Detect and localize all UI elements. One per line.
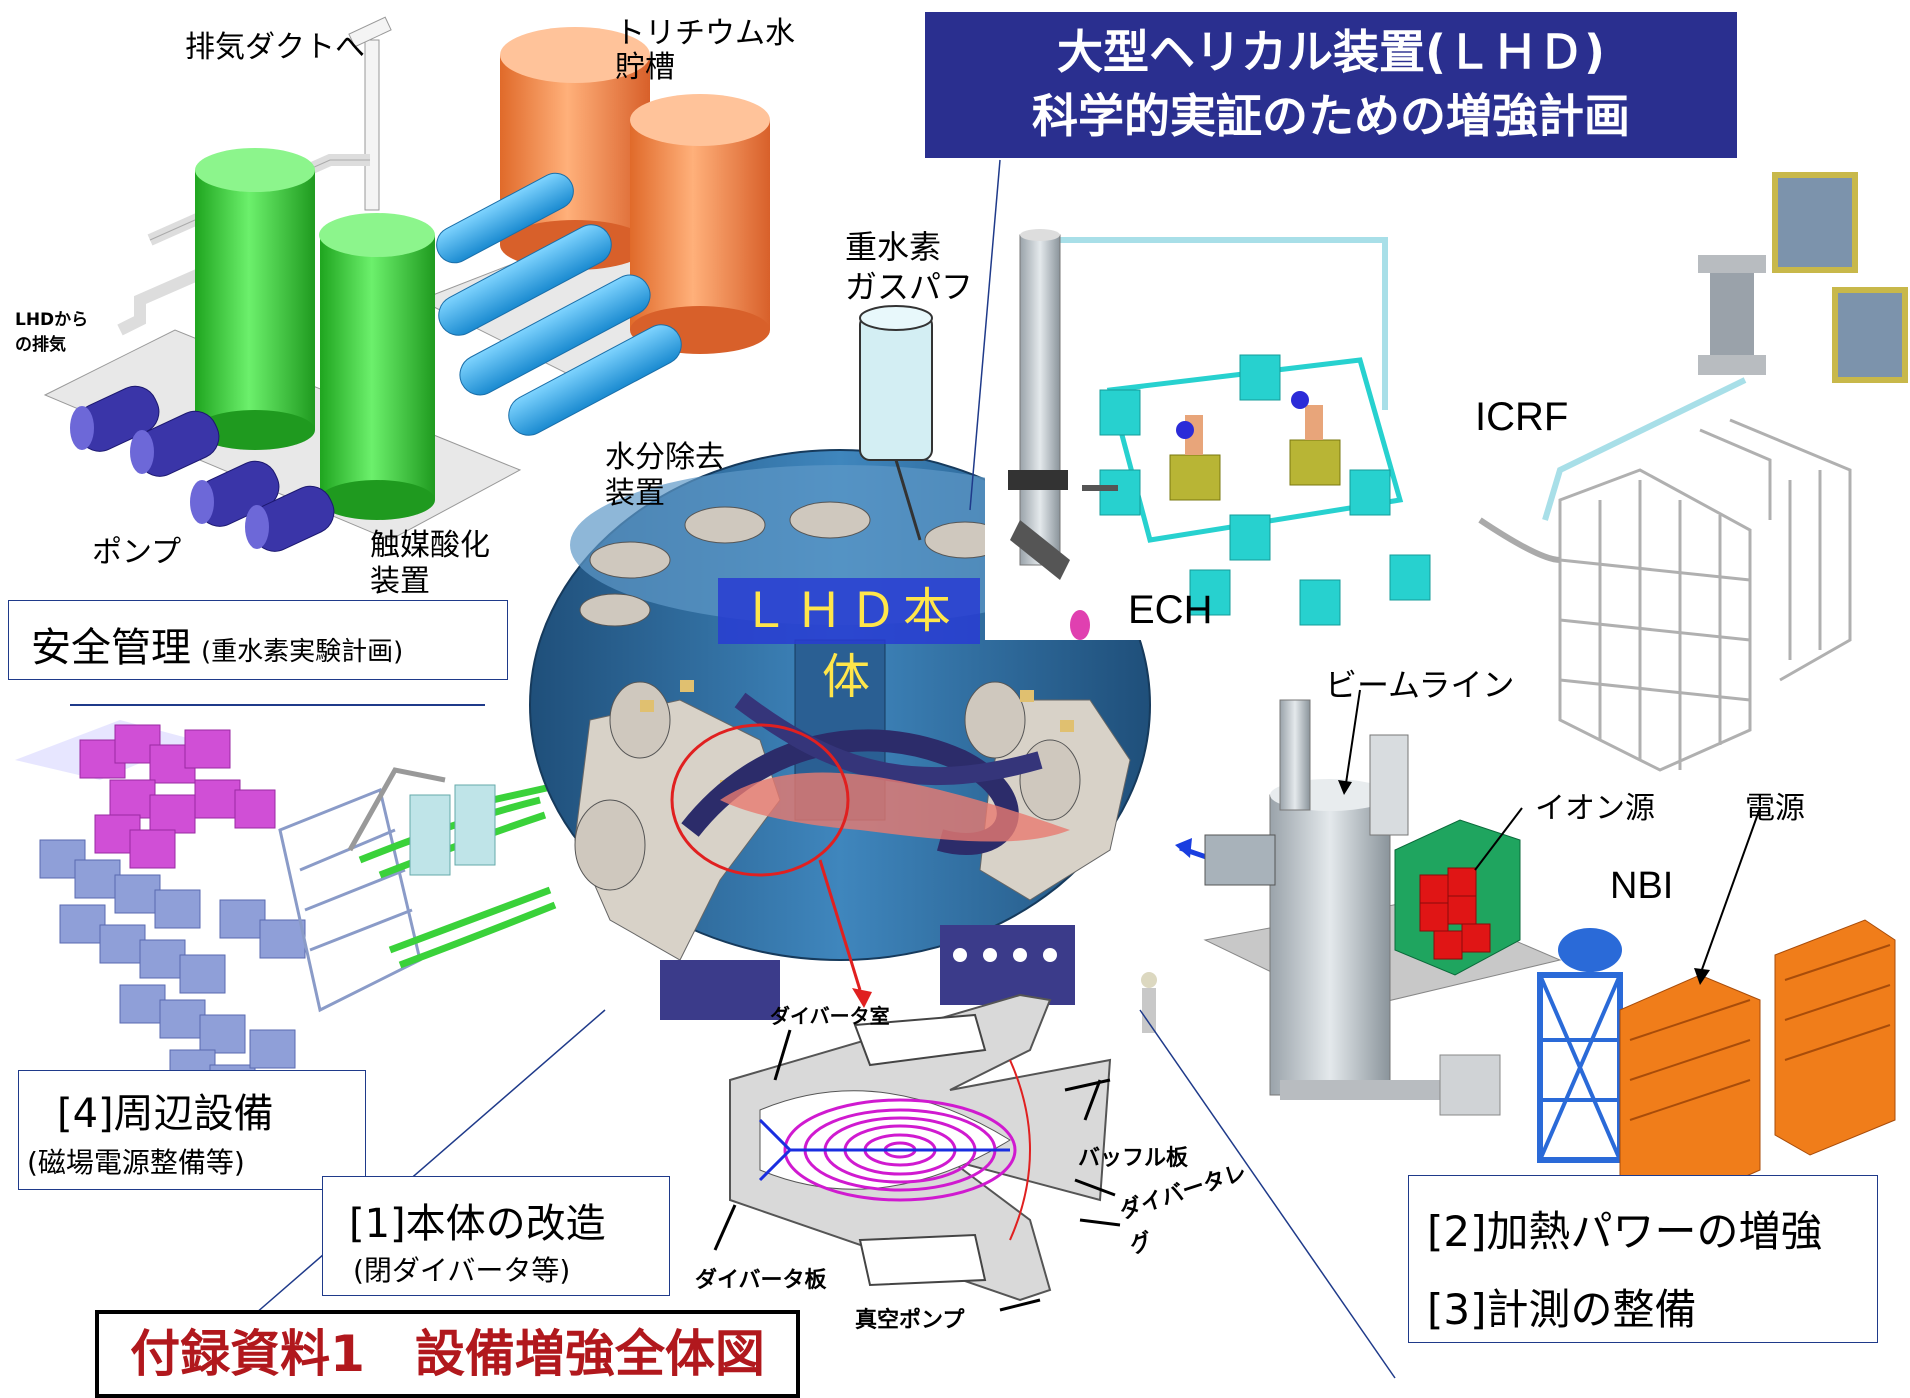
safety-facility-drawing — [43, 16, 770, 552]
title-line-1: 大型ヘリカル装置(ＬＨＤ) — [1056, 25, 1606, 79]
label-lhd-body: ＬＨＤ本体 — [718, 578, 980, 705]
connector-lines — [224, 159, 1396, 1379]
ech-drawing — [985, 229, 1455, 640]
callout-measurement: [3]計測の整備 — [1427, 1285, 1697, 1334]
label-exhaust-duct: 排気ダクトへ — [185, 30, 365, 65]
lhd-main-body-drawing — [529, 305, 1216, 1033]
label-divertor-plate: ダイバータ板 — [695, 1268, 827, 1293]
label-lhd-exhaust-1: LHDから — [15, 310, 89, 330]
divertor-cross-section — [713, 993, 1121, 1312]
label-nbi: NBI — [1610, 865, 1674, 907]
label-tritium-tank-1: トリチウム水 — [615, 16, 795, 51]
label-tritium-tank-2: 貯槽 — [615, 50, 675, 85]
label-pump: ポンプ — [92, 535, 182, 570]
label-ech: ECH — [1128, 588, 1213, 632]
nbi-drawing — [1203, 689, 1896, 1206]
callout-safety-sub: (重水素実験計画) — [201, 637, 404, 667]
callout-heating-measurement: [2]加熱パワーの増強 [3]計測の整備 — [1408, 1175, 1878, 1343]
label-catalyst-2: 装置 — [370, 564, 430, 599]
label-water-removal-2: 装置 — [605, 476, 665, 511]
title-line-2: 科学的実証のための増強計画 — [1032, 89, 1630, 143]
peripheral-equipment-drawing — [15, 720, 561, 1104]
label-vacuum-pump: 真空ポンプ — [855, 1308, 965, 1333]
appendix-title: 付録資料1 設備増強全体図 — [95, 1310, 800, 1398]
label-deuterium-1: 重水素 — [845, 228, 942, 266]
label-deuterium-2: ガスパフ — [845, 268, 974, 306]
label-lhd-exhaust-2: の排気 — [15, 335, 66, 355]
label-icrf: ICRF — [1475, 395, 1569, 439]
icrf-drawing — [1478, 172, 1908, 772]
label-divertor-room: ダイバータ室 — [770, 1004, 890, 1028]
callout-safety: 安全管理 (重水素実験計画) — [8, 600, 508, 680]
label-catalyst-1: 触媒酸化 — [370, 528, 490, 563]
callout-peripheral: [4]周辺設備 (磁場電源整備等) — [18, 1070, 366, 1190]
callout-body-sub: (閉ダイバータ等) — [353, 1254, 571, 1287]
callout-safety-main: 安全管理 — [31, 625, 191, 671]
label-power-supply: 電源 — [1745, 791, 1805, 826]
callout-heating: [2]加熱パワーの増強 — [1427, 1207, 1823, 1256]
main-title: 大型ヘリカル装置(ＬＨＤ) 科学的実証のための増強計画 — [925, 12, 1737, 158]
callout-peripheral-sub: (磁場電源整備等) — [27, 1146, 245, 1179]
label-beamline: ビームライン — [1325, 666, 1515, 704]
callout-peripheral-main: [4]周辺設備 — [57, 1091, 274, 1137]
callout-body-main: [1]本体の改造 — [349, 1201, 606, 1247]
label-baffle-plate: バッフル板 — [1078, 1146, 1189, 1171]
label-water-removal-1: 水分除去 — [605, 440, 725, 475]
callout-body-modification: [1]本体の改造 (閉ダイバータ等) — [322, 1176, 670, 1296]
label-ion-source: イオン源 — [1535, 791, 1655, 826]
